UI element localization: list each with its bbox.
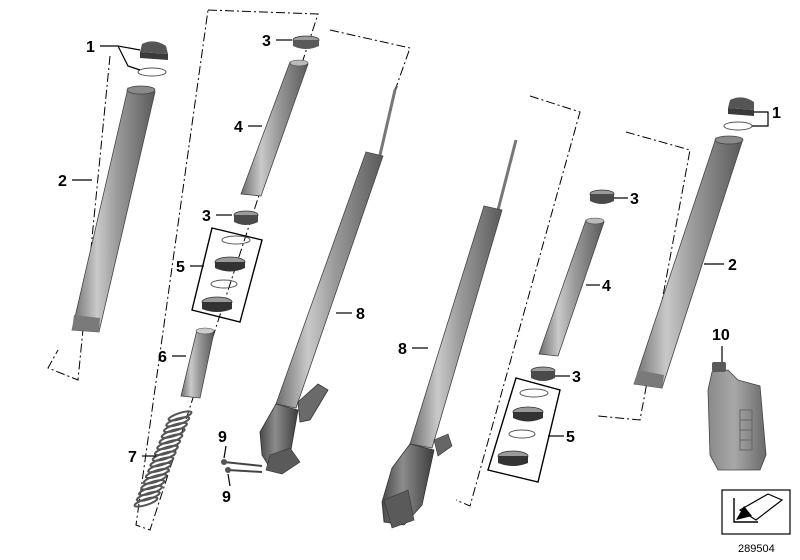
spring-coil [142, 473, 168, 485]
exploded-outline-left-slider [329, 29, 411, 97]
fork-outer-tube-right [633, 135, 744, 389]
fork-slider-right [381, 139, 518, 529]
fork-cap-left [137, 41, 168, 77]
fork-oil-bottle [707, 362, 767, 471]
bushing-top-left [292, 35, 320, 49]
label-part-4-left: 4 [234, 119, 243, 136]
fork-slider-left [259, 85, 398, 475]
label-part-1-right: 1 [772, 105, 781, 122]
leader-lines [72, 39, 769, 487]
label-part-9-bottom: 9 [222, 489, 231, 506]
label-part-4-right: 4 [602, 278, 611, 295]
spring-coil [133, 496, 159, 508]
exploded-outline-left-inner [135, 9, 319, 531]
label-part-2-left: 2 [58, 173, 67, 190]
label-part-5-right: 5 [566, 429, 575, 446]
seal-set-left [201, 235, 251, 312]
fork-outer-tube-left [71, 85, 156, 333]
spring-coil [147, 461, 173, 474]
seal-group-box-right [487, 377, 561, 483]
reference-symbol [721, 489, 791, 535]
label-part-3-top-left: 3 [262, 33, 271, 50]
document-number: 289504 [738, 543, 775, 555]
spring-coil [153, 444, 179, 457]
spring-coil [156, 438, 182, 451]
exploded-outline-right-inner [455, 95, 581, 507]
label-part-9-top: 9 [218, 429, 227, 446]
seal-group-box-left [191, 227, 263, 323]
seal-set-right [497, 388, 549, 466]
spring-coil [140, 479, 166, 491]
exploded-outline-left-tube [47, 55, 111, 381]
label-part-10: 10 [712, 327, 730, 344]
fork-spring [133, 410, 193, 508]
label-part-8-right: 8 [398, 341, 407, 358]
label-part-5-left: 5 [176, 259, 185, 276]
spring-coil [163, 421, 188, 434]
spring-coil [151, 450, 177, 462]
spring-coil [138, 484, 163, 497]
bushing-top-right [589, 189, 615, 204]
exploded-outline-right-tube [597, 131, 691, 421]
label-part-3-mid-left: 3 [202, 208, 211, 225]
bushing-mid-right [530, 366, 556, 381]
damper-tube-right [538, 217, 605, 357]
spring-coil [160, 427, 186, 439]
label-part-2-right: 2 [728, 257, 737, 274]
fork-cap-right [723, 97, 754, 131]
spacer-tube [180, 327, 215, 399]
label-part-3-top-right: 3 [630, 191, 639, 208]
damper-tube-left [240, 59, 309, 197]
label-part-6: 6 [158, 349, 167, 366]
spring-coil [149, 456, 175, 468]
screw-parts [221, 459, 263, 473]
spring-coil [135, 490, 161, 502]
label-part-8-left: 8 [356, 306, 365, 323]
spring-coil [167, 410, 193, 422]
label-part-7: 7 [128, 449, 137, 466]
label-part-1-left: 1 [86, 39, 95, 56]
spring-coil [144, 467, 170, 480]
spring-coil [165, 416, 191, 428]
bushing-mid-left [233, 210, 259, 225]
spring-coil [158, 433, 184, 445]
label-part-3-mid-right: 3 [572, 369, 581, 386]
